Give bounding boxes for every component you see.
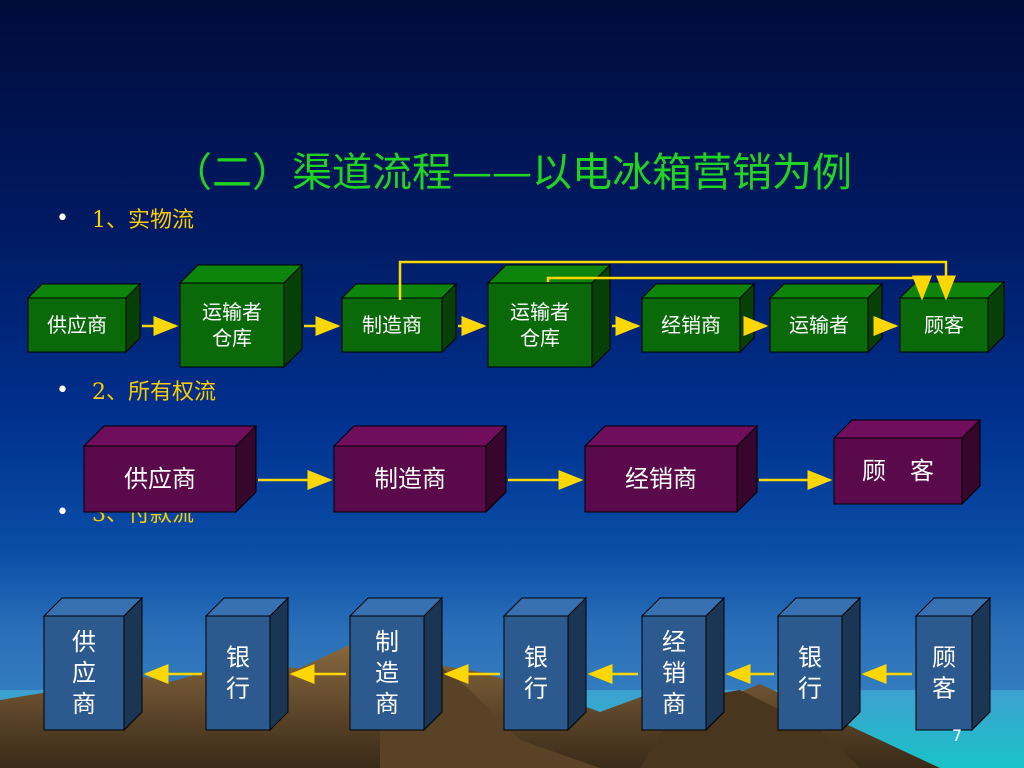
node-label-line: 银 [524,644,548,672]
node-label-line: 客 [932,675,956,703]
ownership-node: 制造商 [332,424,508,514]
physical-node: 经销商 [640,282,756,354]
page-title: （二）渠道流程——以电冰箱营销为例 [172,150,852,196]
node-label-line: 银 [226,644,250,672]
node-label-line: 经销商 [661,313,721,337]
bullet-dot: • [56,378,69,403]
physical-flow-group: 供应商运输者仓库制造商运输者仓库经销商运输者顾客 [26,260,1006,369]
payment-node: 银行 [204,596,290,732]
node-label-line: 经 [662,628,686,656]
node-label-line: 行 [524,675,548,703]
node-label-line: 顾客 [924,313,964,337]
physical-node: 顾客 [898,280,1006,354]
bypass-arrow-warehouse-to-customer [546,275,932,301]
node-label-line: 运输者 [789,313,849,337]
node-label-line: 商 [375,690,399,718]
ownership-flow-group: 供应商 制造商 经销商 顾 客 [82,418,982,514]
node-label-line: 应 [72,659,96,687]
node-label-line: 供 [72,628,96,656]
ownership-node: 顾 客 [832,418,982,506]
node-label-line: 商 [72,690,96,718]
node-label-line: 供应商 [47,313,107,337]
bullet-physical-flow: 1、实物流 [92,208,194,233]
node-label-line: 仓库 [520,326,560,350]
node-label-line: 行 [798,675,822,703]
node-label-line: 运输者 [202,300,262,324]
node-label-line: 仓库 [212,326,252,350]
page-number: 7 [951,726,962,745]
bullet-ownership-flow: 2、所有权流 [92,380,216,405]
payment-node: 经销商 [640,596,726,732]
payment-node: 制造商 [348,596,444,732]
physical-node: 供应商 [26,282,142,354]
node-label-line: 销 [662,659,686,687]
node-label-line: 行 [226,675,250,703]
node-label-line: 经销商 [625,465,697,493]
node-label-line: 制 [375,628,399,656]
payment-node: 供应商 [42,596,144,732]
node-label-line: 制造商 [374,465,446,493]
payment-node: 银行 [776,596,862,732]
node-label-line: 制造商 [362,313,422,337]
node-label-line: 供应商 [124,465,196,493]
physical-node: 运输者 [768,282,884,354]
node-label-line: 运输者 [510,300,570,324]
payment-node: 顾客 [914,596,992,732]
ownership-node: 供应商 [82,424,258,514]
node-label-line: 银 [798,644,822,672]
node-label-line: 顾 [932,644,956,672]
bullet-dot: • [56,206,69,231]
node-label-line: 商 [662,690,686,718]
node-label-line: 顾 客 [862,457,934,485]
payment-node: 银行 [502,596,588,732]
bullet-dot: • [56,500,69,525]
ownership-node: 经销商 [583,424,759,514]
bypass-arrow-manufacturer-to-customer [398,260,956,301]
node-label-line: 造 [375,659,399,687]
